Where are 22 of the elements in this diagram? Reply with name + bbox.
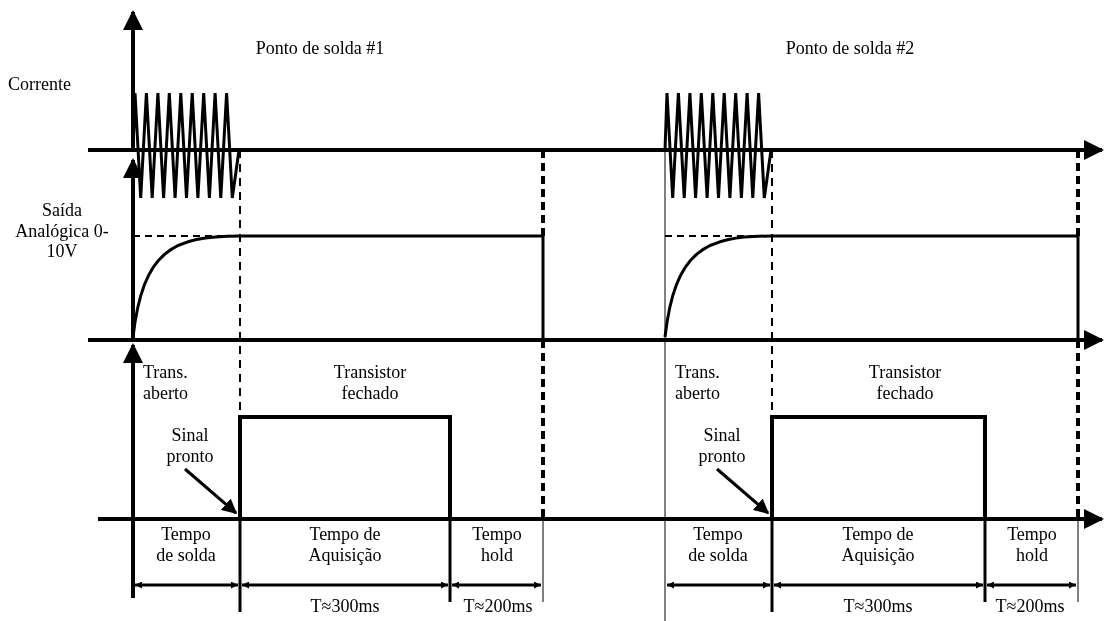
state-label: Transistor fechado bbox=[867, 362, 943, 404]
state-label: Trans. aberto bbox=[675, 362, 721, 404]
state-label: Trans. aberto bbox=[143, 362, 189, 404]
duration-label: T≈200ms bbox=[462, 596, 534, 617]
section-title: Ponto de solda #1 bbox=[254, 38, 386, 59]
leader-arrow bbox=[716, 467, 770, 515]
interval-label: Tempo hold bbox=[1006, 524, 1058, 566]
leader-arrow bbox=[184, 467, 238, 515]
interval-label: Tempo de solda bbox=[155, 524, 217, 566]
callout-text: Sinal pronto bbox=[155, 425, 225, 467]
interval-label: Tempo hold bbox=[471, 524, 523, 566]
interval-label: Tempo de Aquisição bbox=[307, 524, 383, 566]
duration-label: T≈300ms bbox=[309, 596, 381, 617]
signal-label: Corrente bbox=[8, 74, 72, 95]
section-title: Ponto de solda #2 bbox=[784, 38, 916, 59]
signal-label: Saída Analógica 0-10V bbox=[14, 200, 110, 263]
callout-text: Sinal pronto bbox=[687, 425, 757, 467]
duration-label: T≈200ms bbox=[994, 596, 1066, 617]
duration-label: T≈300ms bbox=[842, 596, 914, 617]
interval-label: Tempo de Aquisição bbox=[840, 524, 916, 566]
state-label: Transistor fechado bbox=[332, 362, 408, 404]
interval-label: Tempo de solda bbox=[687, 524, 749, 566]
